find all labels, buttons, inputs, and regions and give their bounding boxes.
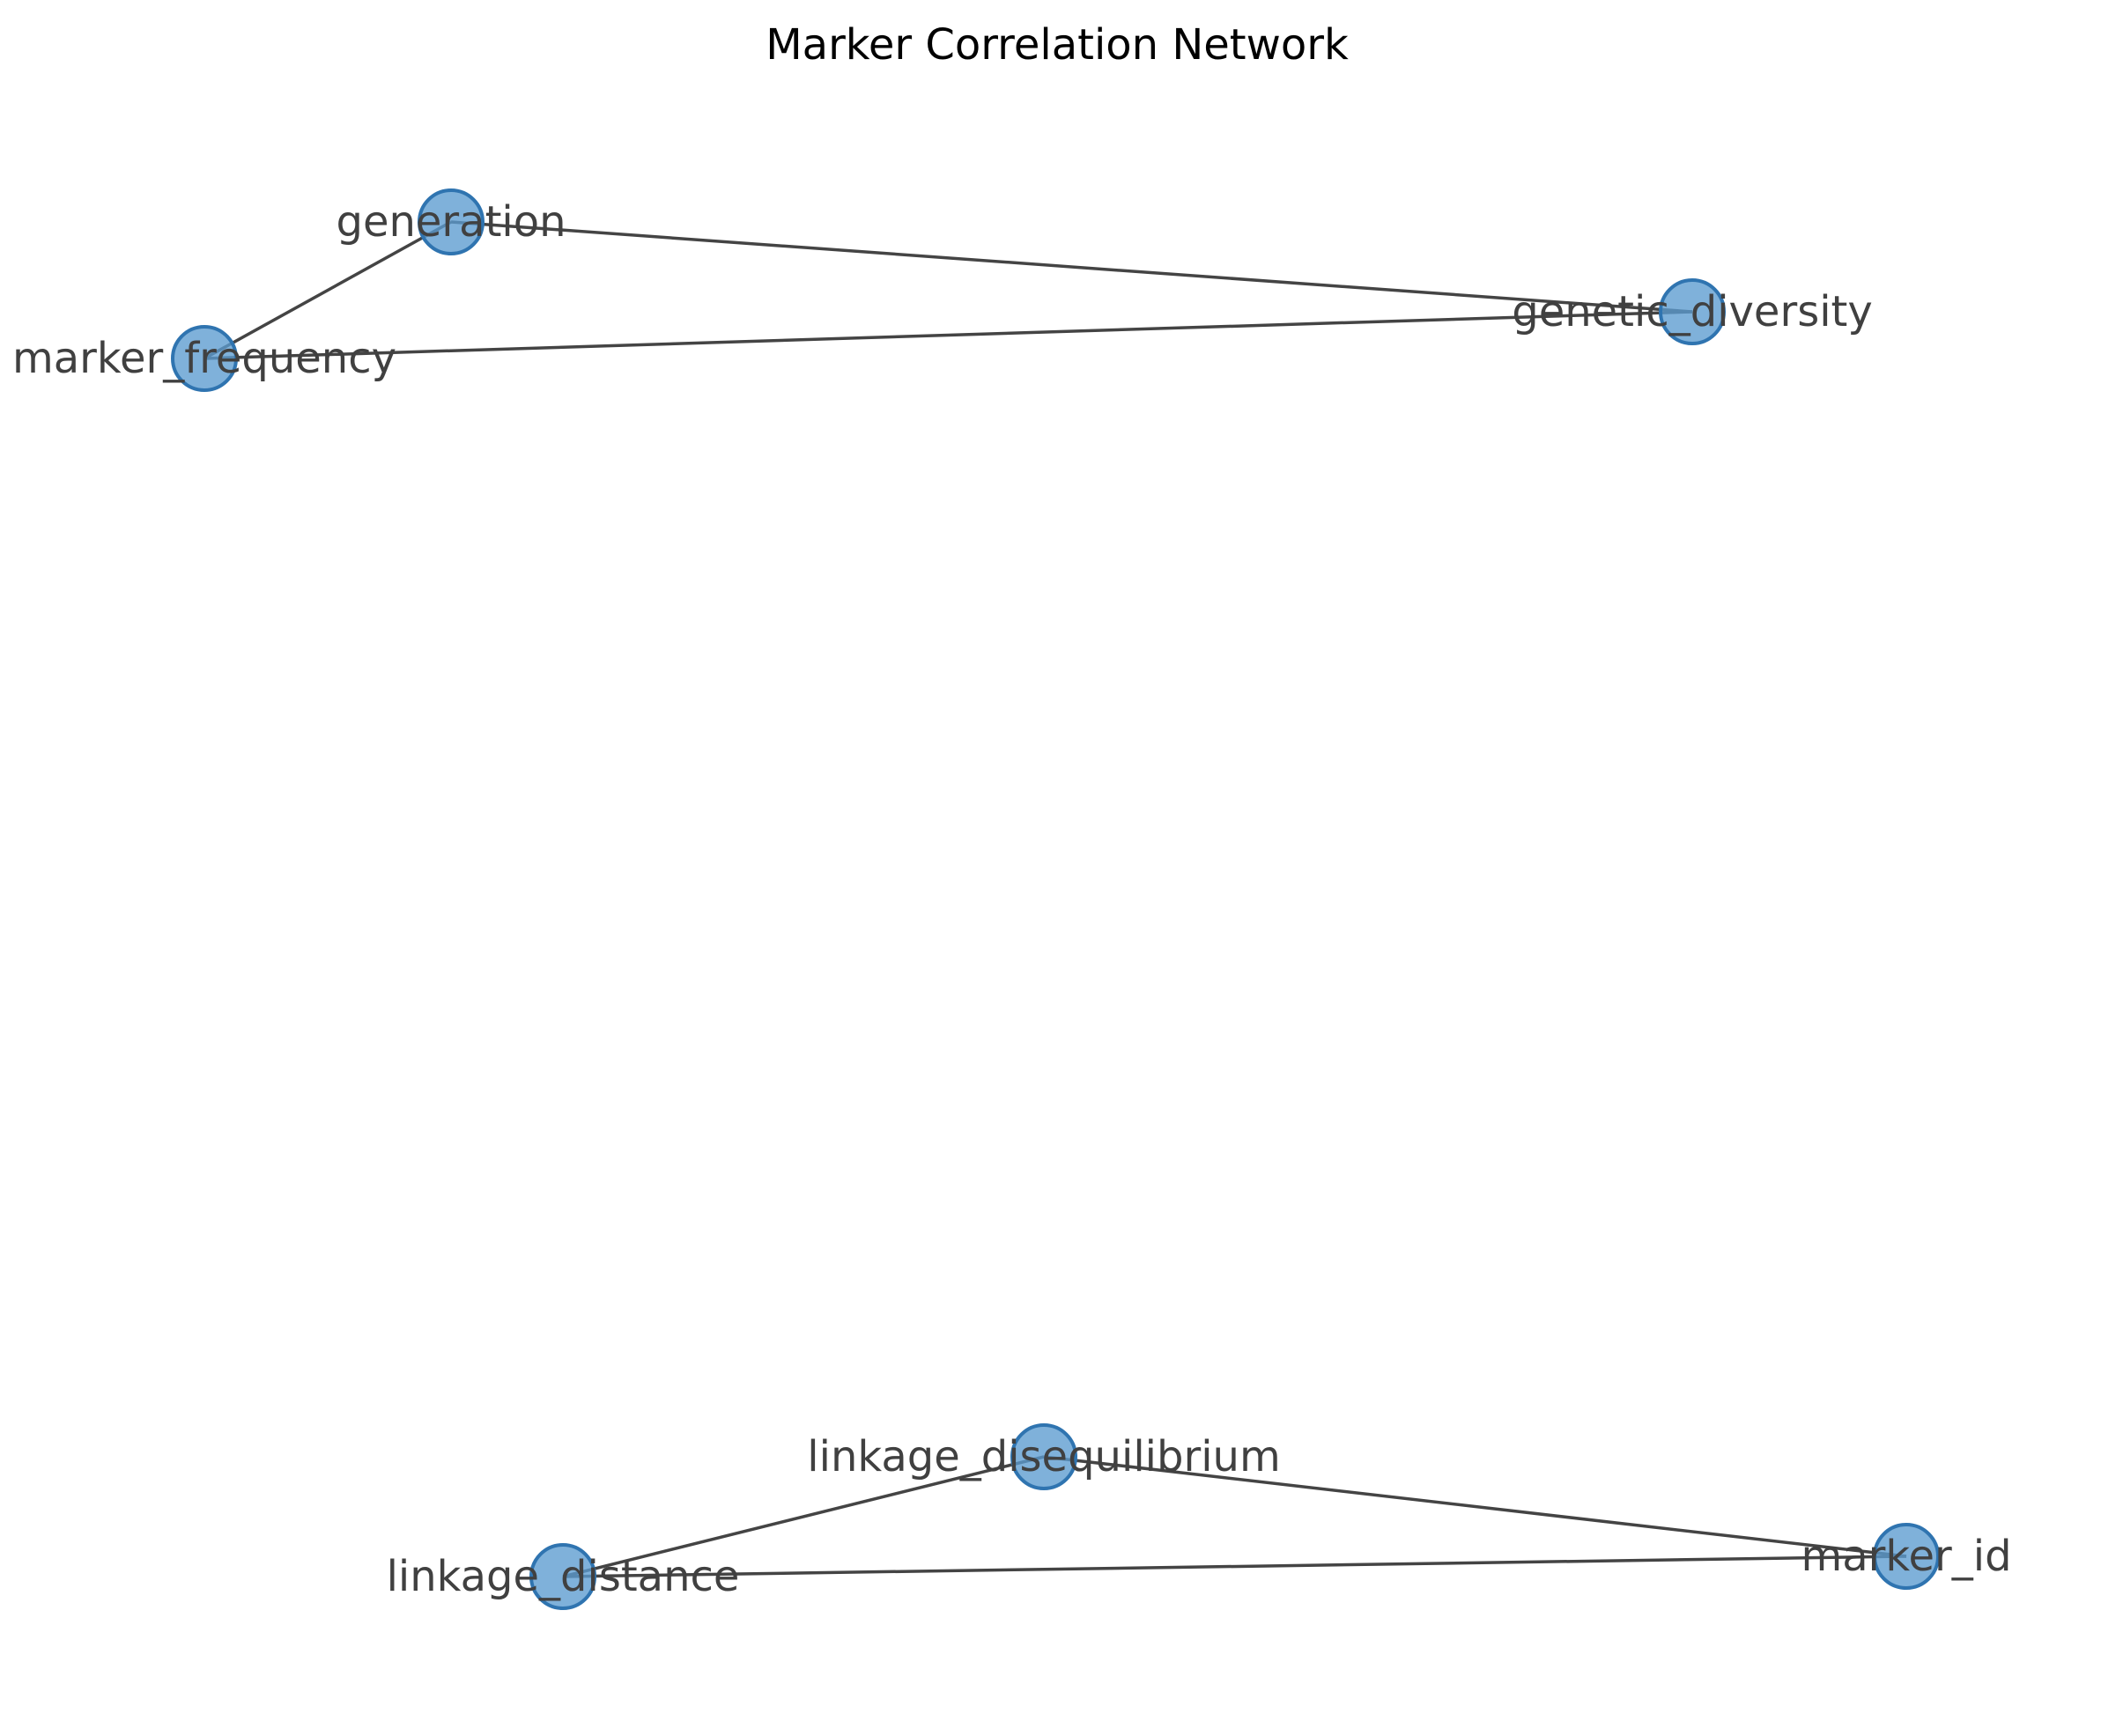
edge-linkage_disequilibrium-marker_id [1043,1455,1907,1558]
figure-title: Marker Correlation Network [766,20,1349,70]
node-marker_frequency [171,325,238,392]
node-genetic_diversity [1659,278,1726,345]
edges-layer [203,220,1907,1578]
node-label-linkage_distance: linkage_distance [387,1552,740,1601]
node-linkage_disequilibrium [1010,1423,1077,1490]
nodes-layer [171,188,1940,1610]
edge-linkage_distance-marker_id [562,1555,1907,1578]
edge-generation-genetic_diversity [450,220,1693,314]
edge-linkage_disequilibrium-linkage_distance [562,1455,1045,1578]
node-label-genetic_diversity: genetic_diversity [1512,287,1873,336]
node-label-marker_id: marker_id [1801,1532,2011,1581]
node-label-linkage_disequilibrium: linkage_disequilibrium [807,1432,1280,1481]
labels-layer: generation marker_frequency genetic_divers… [12,197,2012,1601]
node-marker_id [1873,1523,1940,1590]
node-linkage_distance [529,1543,596,1610]
edge-marker_frequency-genetic_diversity [203,310,1693,360]
node-label-generation: generation [336,197,566,247]
node-generation [418,188,485,255]
node-label-marker_frequency: marker_frequency [12,334,396,383]
edge-generation-marker_frequency [203,220,452,360]
